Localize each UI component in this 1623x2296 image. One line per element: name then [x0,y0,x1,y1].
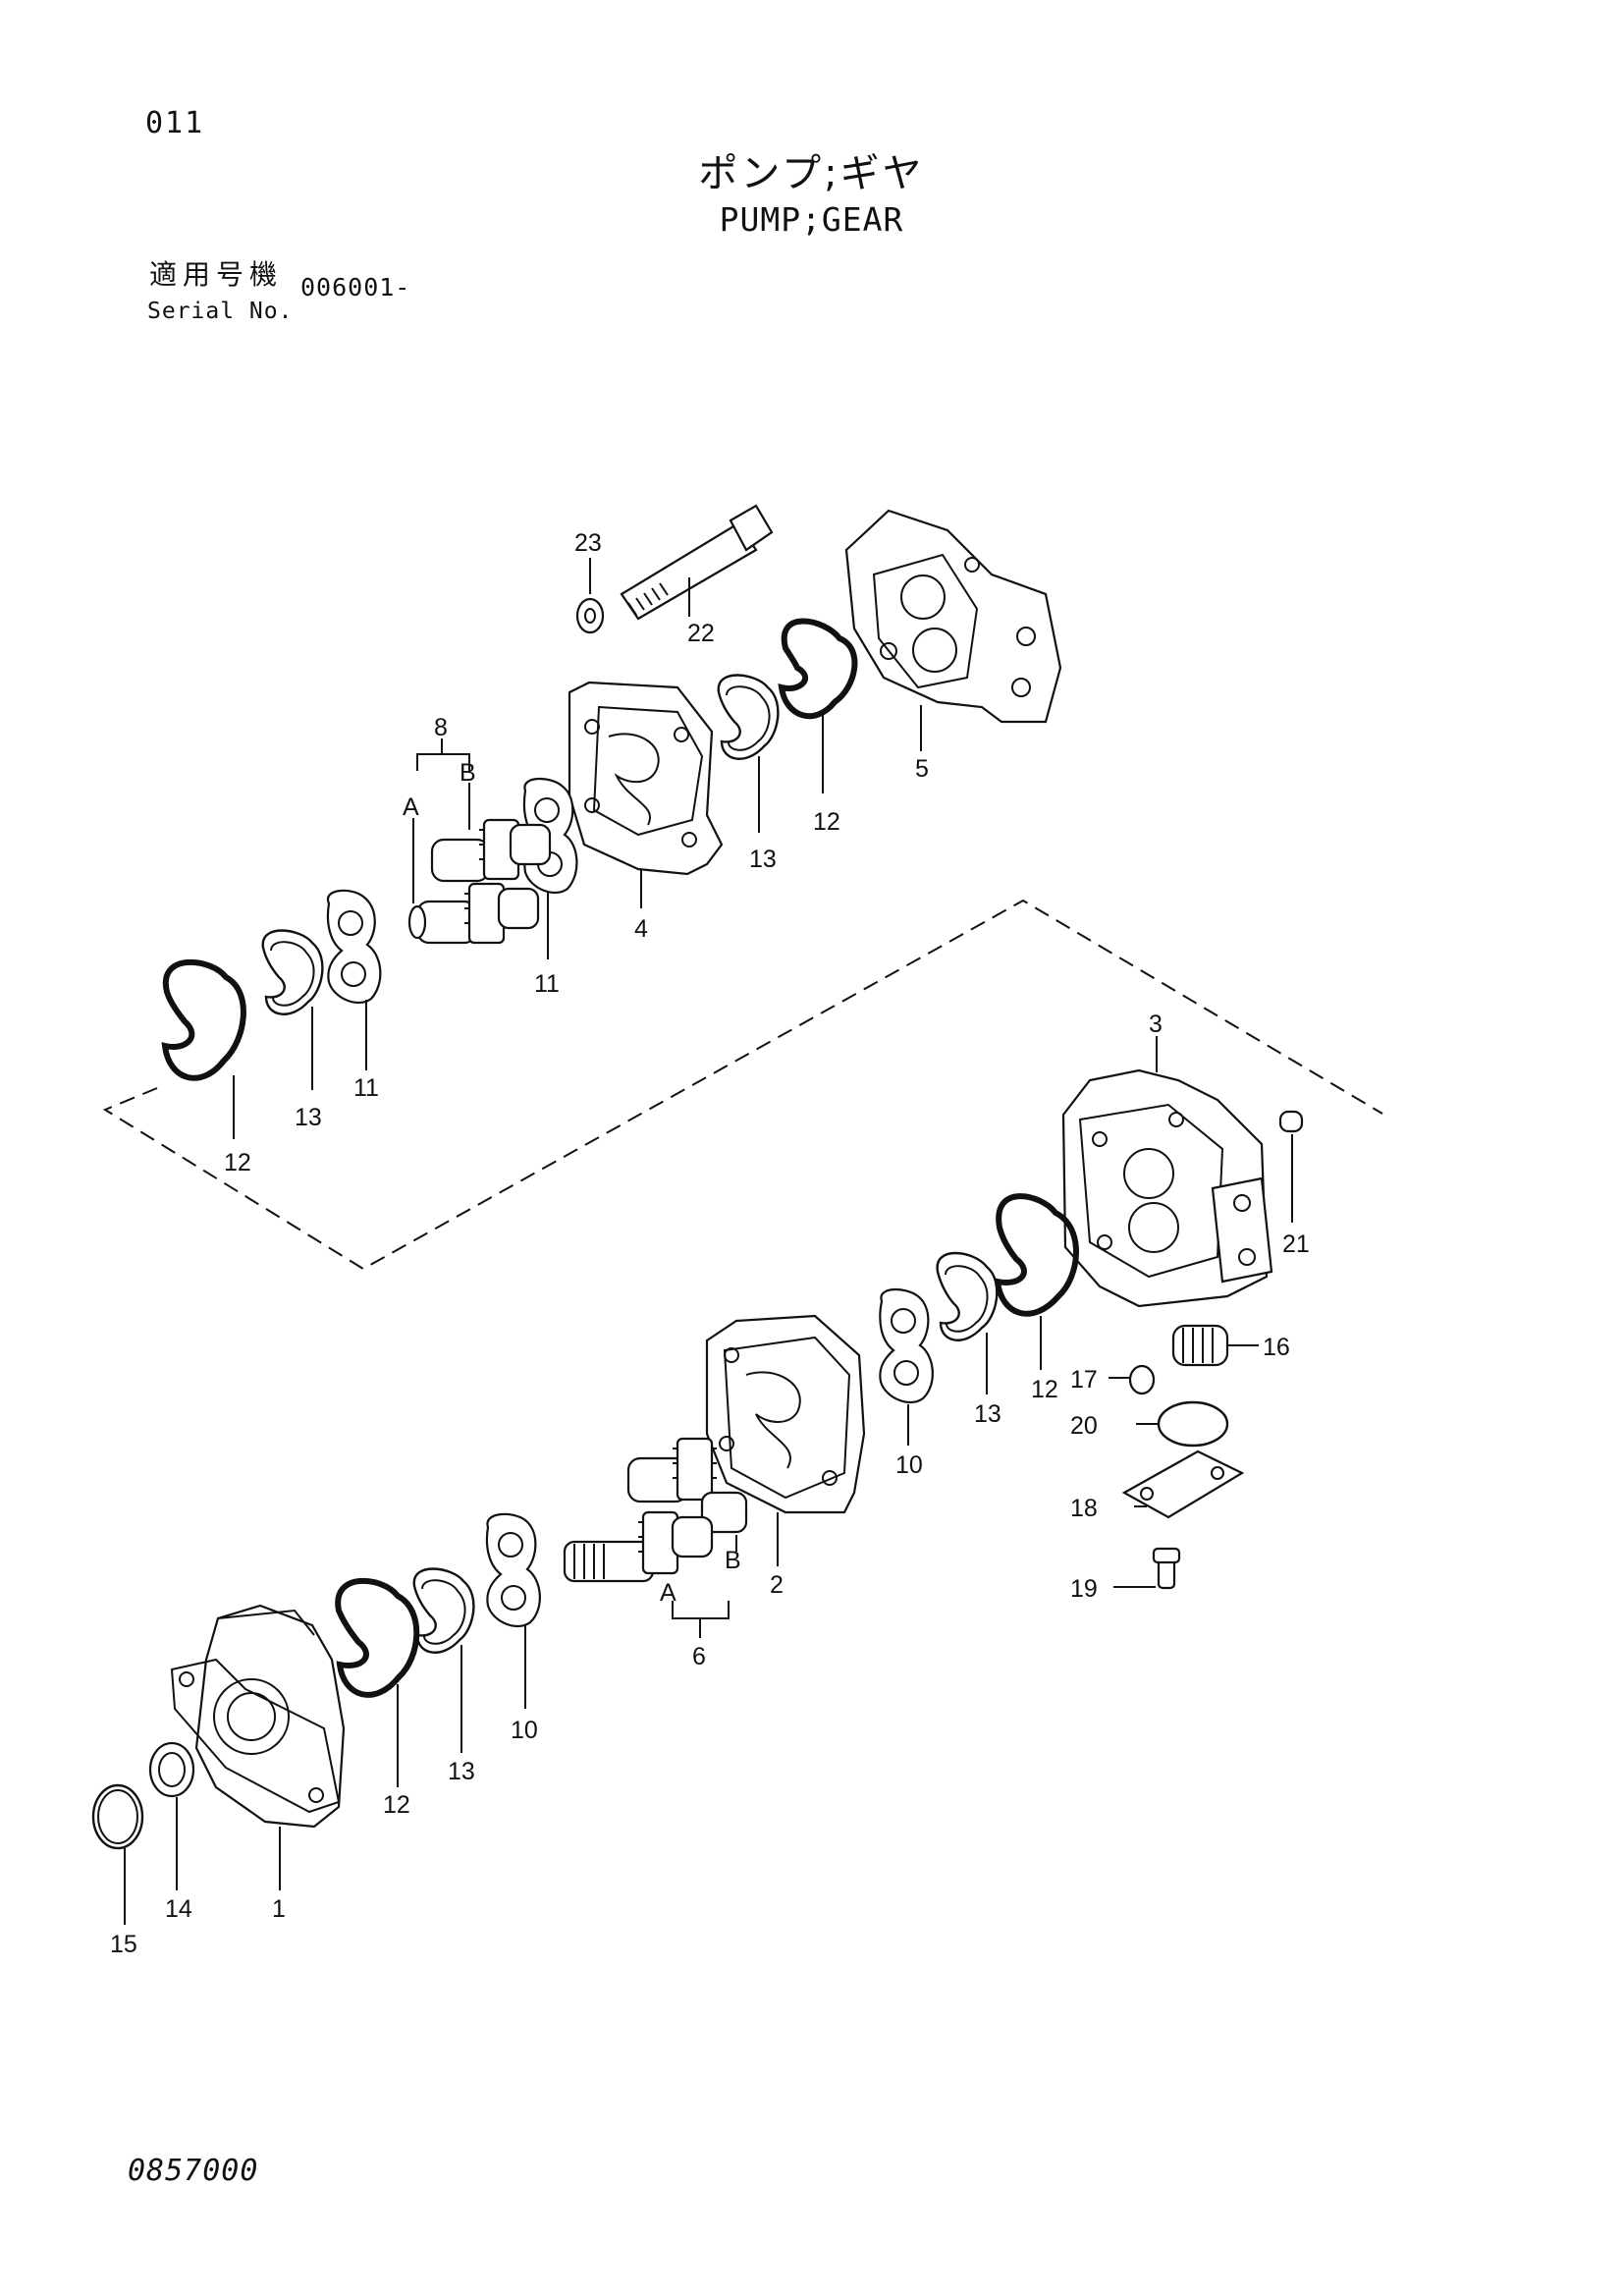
callout-11-upper-right: 11 [534,970,560,998]
bolt-19[interactable] [1152,1547,1181,1590]
washer-23[interactable] [575,597,605,634]
assembly-connector-dashed-line [102,899,1383,1271]
callout-gear-b-lower: B [725,1547,741,1574]
callout-15: 15 [110,1931,137,1958]
callout-12-upper-right: 12 [813,808,840,836]
plate-11-upper-left[interactable] [326,889,382,1005]
callout-gear-a-lower: A [660,1579,676,1607]
cover-5[interactable] [844,509,1062,724]
plate-18[interactable] [1121,1449,1245,1519]
callout-10-lower-right: 10 [895,1451,923,1479]
body-4[interactable] [568,681,724,876]
seal-12-upper-left[interactable] [161,958,246,1081]
snap-ring-15[interactable] [91,1783,144,1850]
callout-13-upper-right: 13 [749,846,777,873]
gasket-13-lower-right[interactable] [936,1251,999,1341]
gear-set-6[interactable] [563,1437,748,1583]
page-title-japanese: ポンプ;ギヤ [698,151,925,196]
callout-10-lower-left: 10 [511,1717,538,1744]
flange-1[interactable] [170,1604,346,1829]
seal-12-lower-left[interactable] [335,1577,420,1698]
seal-12-lower-right[interactable] [994,1193,1079,1317]
serial-label-english: Serial No. [147,299,294,324]
oil-seal-14[interactable] [148,1741,195,1798]
gasket-13-upper-right[interactable] [717,674,780,760]
callout-12-upper-left: 12 [224,1149,251,1176]
callout-2: 2 [770,1571,784,1599]
callout-21: 21 [1282,1230,1310,1258]
serial-label-japanese: 適用号機 [149,258,284,291]
plug-21[interactable] [1278,1110,1304,1133]
callout-20: 20 [1070,1412,1098,1440]
callout-19: 19 [1070,1575,1098,1603]
callout-3: 3 [1149,1011,1163,1038]
o-ring-20[interactable] [1157,1400,1229,1448]
gear-set-8[interactable] [407,818,552,945]
gasket-13-upper-left[interactable] [261,929,324,1015]
plate-10-lower-right[interactable] [879,1288,934,1404]
o-ring-17[interactable] [1128,1364,1156,1395]
drawing-number: 0857000 [128,2154,259,2188]
serial-number-range: 006001- [300,273,411,301]
callout-23: 23 [574,529,602,557]
body-2[interactable] [705,1314,866,1514]
callout-gear-b-upper: B [460,759,476,787]
callout-gear-a-upper: A [403,793,419,821]
callout-4: 4 [634,915,648,943]
callout-6: 6 [692,1643,706,1670]
page-number: 011 [145,106,205,140]
plate-10-lower-left[interactable] [485,1512,541,1628]
callout-13-lower-left: 13 [448,1758,475,1785]
callout-11-upper-left: 11 [353,1074,379,1102]
gasket-13-lower-left[interactable] [412,1567,475,1654]
callout-12-lower-left: 12 [383,1791,410,1819]
callout-8: 8 [434,714,448,741]
cover-3[interactable] [1061,1068,1273,1308]
bearing-16[interactable] [1171,1324,1229,1367]
seal-12-upper-right[interactable] [778,618,858,720]
callout-1: 1 [272,1895,286,1923]
bolt-22[interactable] [620,504,774,621]
callout-17: 17 [1070,1366,1098,1394]
callout-5: 5 [915,755,929,783]
callout-14: 14 [165,1895,192,1923]
page-title-english: PUMP;GEAR [719,200,904,239]
callout-13-lower-right: 13 [974,1400,1001,1428]
callout-16: 16 [1263,1334,1290,1361]
callout-18: 18 [1070,1495,1098,1522]
callout-12-lower-right: 12 [1031,1376,1058,1403]
callout-13-upper-left: 13 [295,1104,322,1131]
callout-22: 22 [687,620,715,647]
